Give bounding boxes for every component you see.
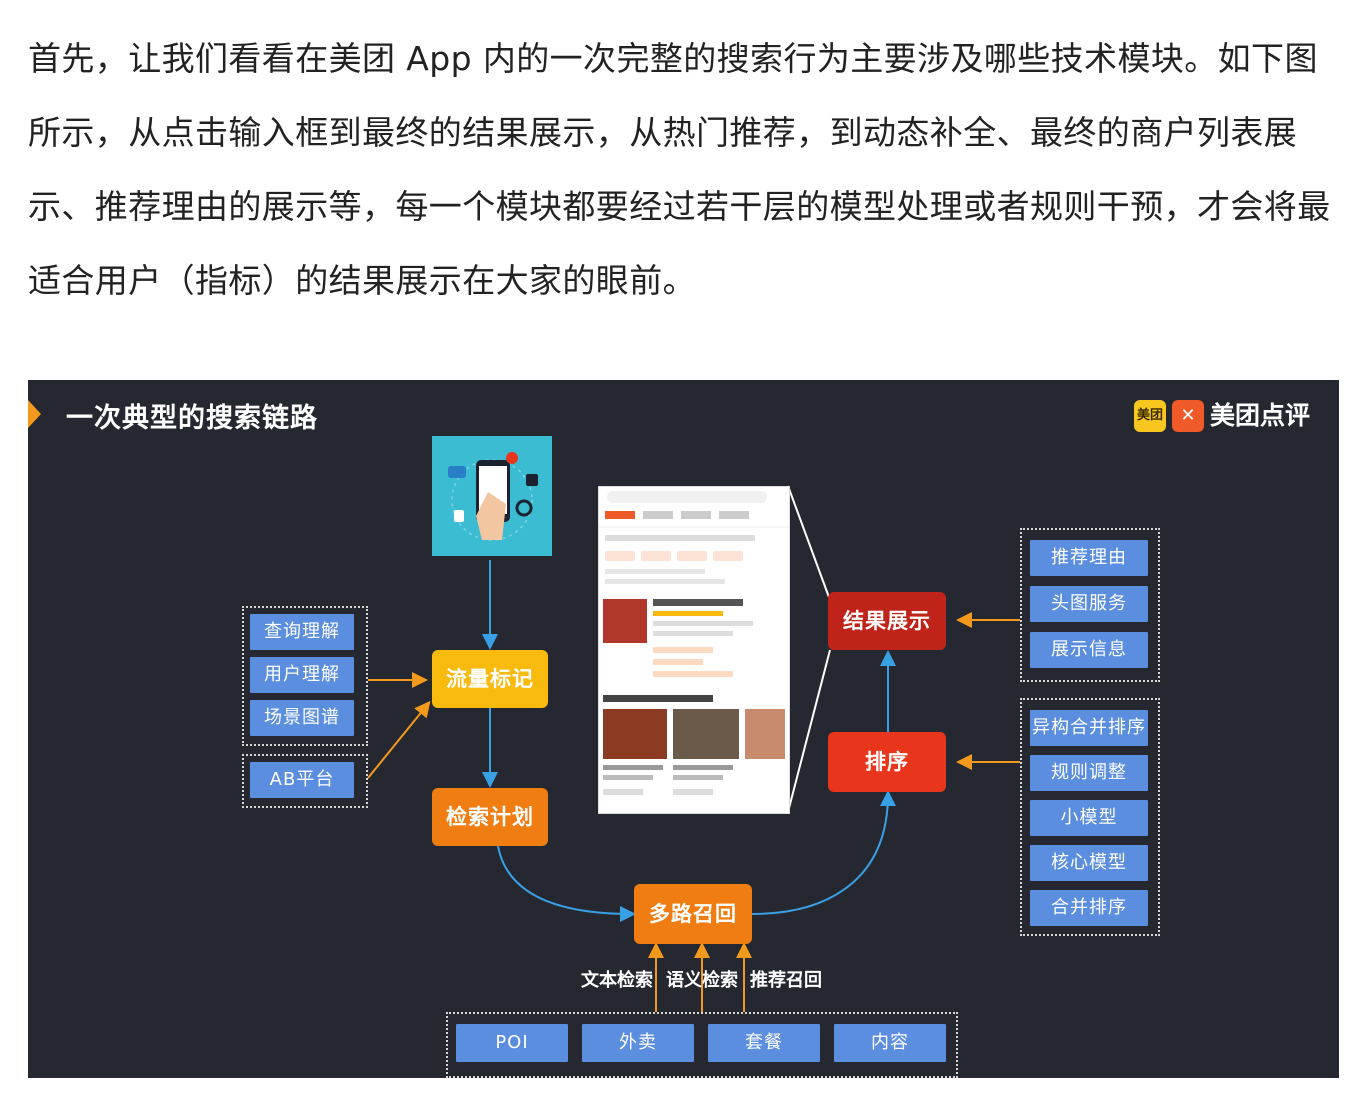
display-modules-group bbox=[1020, 528, 1160, 682]
recall-type-text-search: 文本检索 bbox=[581, 970, 653, 991]
source-set-meal-box: 套餐 bbox=[708, 1024, 820, 1062]
screenshot-edge-top bbox=[787, 485, 831, 601]
source-content-box: 内容 bbox=[834, 1024, 946, 1062]
logo-text: 美团点评 bbox=[1210, 401, 1311, 430]
scene-graph-box: 场景图谱 bbox=[250, 700, 354, 736]
recall-type-semantic-search: 语义检索 bbox=[666, 970, 738, 991]
recall-type-recommendation: 推荐召回 bbox=[750, 970, 822, 991]
query-understanding-box: 查询理解 bbox=[250, 614, 354, 650]
phone-illustration-icon bbox=[432, 436, 552, 556]
app-screenshot-icon bbox=[598, 486, 790, 814]
rule-adjust-box: 规则调整 bbox=[1030, 755, 1148, 791]
screenshot-edge-bottom bbox=[787, 649, 831, 813]
traffic-tag-node: 流量标记 bbox=[432, 650, 548, 708]
article-paragraph: 首先，让我们看看在美团 App 内的一次完整的搜索行为主要涉及哪些技术模块。如下… bbox=[28, 39, 1331, 300]
retrieval-plan-node: 检索计划 bbox=[432, 788, 548, 846]
understanding-group bbox=[242, 606, 368, 746]
small-model-box: 小模型 bbox=[1030, 800, 1148, 836]
connector-arrows bbox=[367, 485, 1020, 1012]
source-poi-box: POI bbox=[456, 1024, 568, 1062]
dianping-badge-icon: ✕ bbox=[1172, 400, 1204, 432]
recommend-reason-box: 推荐理由 bbox=[1030, 540, 1148, 576]
sources-group bbox=[446, 1012, 958, 1078]
head-image-service-box: 头图服务 bbox=[1030, 586, 1148, 622]
meituan-badge-icon: 美团 bbox=[1134, 400, 1166, 432]
title-arrow-icon bbox=[28, 400, 41, 428]
arrow-plan-to-recall bbox=[497, 845, 636, 922]
ranking-modules-group bbox=[1020, 698, 1160, 936]
arrow-ab-to-traffic bbox=[367, 700, 431, 779]
source-takeout-box: 外卖 bbox=[582, 1024, 694, 1062]
display-info-box: 展示信息 bbox=[1030, 632, 1148, 668]
diagram-title: 一次典型的搜索链路 bbox=[66, 403, 318, 434]
multi-recall-node: 多路召回 bbox=[634, 884, 752, 944]
result-display-node: 结果展示 bbox=[828, 592, 946, 650]
user-understanding-box: 用户理解 bbox=[250, 657, 354, 693]
ranking-node: 排序 bbox=[828, 732, 946, 792]
search-pipeline-diagram: 一次典型的搜索链路 美团 ✕ 美团点评 bbox=[28, 380, 1339, 1078]
ab-platform-box: AB平台 bbox=[250, 762, 354, 798]
merge-rank-box: 合并排序 bbox=[1030, 890, 1148, 926]
arrow-recall-to-rank bbox=[751, 790, 896, 915]
heterogeneous-merge-rank-box: 异构合并排序 bbox=[1030, 710, 1148, 746]
ab-platform-group bbox=[242, 754, 368, 808]
core-model-box: 核心模型 bbox=[1030, 845, 1148, 881]
